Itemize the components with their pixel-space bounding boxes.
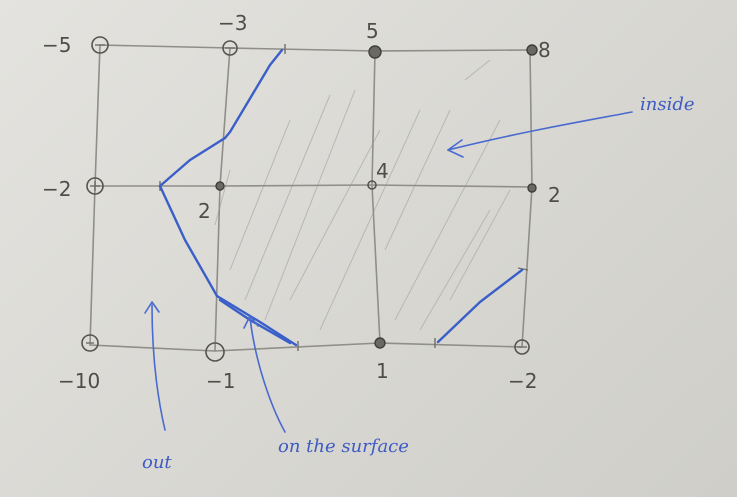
grid-row-middle [94, 184, 533, 188]
value-top-left: −5 [42, 33, 71, 57]
value-top-right: 8 [538, 38, 551, 62]
contour-upper-segment [158, 136, 227, 188]
value-bot-right: −2 [508, 369, 537, 393]
inside-arrow [447, 111, 633, 151]
node-mid-left [86, 177, 104, 195]
grid-col-4 [521, 49, 533, 348]
node-top-mid-right [368, 45, 382, 59]
contour-top-segment [223, 48, 284, 140]
node-mid-right [527, 183, 537, 193]
label-inside: inside [640, 94, 695, 115]
annotation-arrows [144, 111, 633, 433]
contour-left-segment [158, 184, 219, 298]
grid-nodes [81, 36, 538, 362]
annotation-labels: inside out on the surface [142, 94, 695, 473]
label-on-the-surface: on the surface [278, 436, 409, 457]
grid [89, 44, 533, 352]
value-mid-mid-left: 2 [198, 199, 211, 223]
value-top-mid-right: 5 [366, 19, 379, 43]
value-top-mid-left: −3 [218, 11, 247, 35]
value-bot-mid-right: 1 [376, 359, 389, 383]
contour-right-segment [436, 268, 524, 344]
grid-row-bottom [89, 342, 523, 352]
node-top-left [91, 36, 109, 54]
node-bot-right [514, 339, 530, 355]
grid-col-3 [371, 50, 381, 344]
out-arrow [151, 304, 166, 431]
node-mid-mid-left [215, 181, 225, 191]
grid-col-1 [89, 44, 101, 346]
value-bot-mid-left: −1 [206, 369, 235, 393]
value-mid-right: 2 [548, 183, 561, 207]
value-mid-mid-right: 4 [376, 159, 389, 183]
surface-arrow [249, 317, 286, 433]
node-top-right [526, 44, 538, 56]
grid-row-top [99, 44, 531, 52]
inside-hatching [214, 59, 511, 331]
contour-bottom-segment [215, 294, 298, 347]
node-value-labels: −5 −3 5 8 −2 2 4 2 −10 −1 1 −2 [42, 11, 561, 393]
node-top-mid-left [222, 40, 238, 56]
node-bot-mid-right [374, 337, 386, 349]
label-out: out [142, 452, 172, 473]
value-mid-left: −2 [42, 177, 71, 201]
isosurface-contour [158, 48, 524, 347]
value-bot-left: −10 [58, 369, 100, 393]
node-bot-mid-left [205, 342, 225, 362]
node-mid-mid-right [367, 180, 377, 190]
node-bot-left [81, 334, 99, 352]
